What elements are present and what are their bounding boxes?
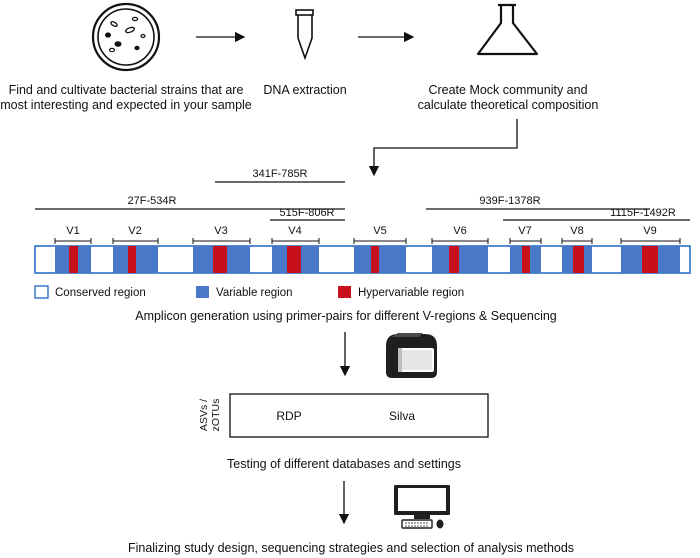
db-option-silva: Silva xyxy=(389,409,415,423)
region-bracket xyxy=(509,238,542,244)
db-side-label-2: zOTUs xyxy=(210,399,222,432)
primer-label: 939F-1378R xyxy=(479,195,540,207)
step2-text: DNA extraction xyxy=(263,83,346,97)
hypervariable-region-v6 xyxy=(449,246,459,273)
hypervariable-region-v3 xyxy=(213,246,227,273)
test-tube-icon xyxy=(295,9,314,61)
hypervariable-region-v8 xyxy=(573,246,584,273)
hypervariable-region-v9 xyxy=(642,246,658,273)
petri-dish-icon xyxy=(91,2,161,72)
legend: Conserved region Variable region Hyperva… xyxy=(34,285,464,299)
region-bracket xyxy=(353,238,407,244)
legend-label-variable: Variable region xyxy=(216,287,293,299)
hypervariable-region-v1 xyxy=(69,246,78,273)
primer-label: 515F-806R xyxy=(279,207,334,219)
gene-bar xyxy=(34,245,691,274)
region-label: V4 xyxy=(288,225,301,237)
region-bracket xyxy=(54,238,92,244)
db-option-rdp: RDP xyxy=(276,409,301,423)
flask-icon xyxy=(476,3,539,56)
step1-text-line1: Find and cultivate bacterial strains tha… xyxy=(9,83,244,97)
variable-region-v6 xyxy=(432,246,488,273)
region-bracket xyxy=(271,238,320,244)
variable-region-v5 xyxy=(354,246,406,273)
step3-text-line2: calculate theoretical composition xyxy=(418,98,599,112)
amplicon-caption: Amplicon generation using primer-pairs f… xyxy=(135,309,557,323)
region-bracket xyxy=(431,238,489,244)
region-bracket xyxy=(192,238,251,244)
legend-swatch-conserved xyxy=(34,285,49,299)
sequencer-icon xyxy=(386,333,437,378)
primer-label: 27F-534R xyxy=(128,195,177,207)
region-label: V1 xyxy=(66,225,79,237)
hypervariable-region-v2 xyxy=(128,246,136,273)
hypervariable-region-v5 xyxy=(371,246,379,273)
legend-swatch-hypervariable xyxy=(338,286,351,298)
legend-swatch-variable xyxy=(196,286,209,298)
hypervariable-region-v4 xyxy=(287,246,301,273)
legend-label-hypervariable: Hypervariable region xyxy=(358,287,464,299)
databases-box xyxy=(229,393,489,438)
region-label: V2 xyxy=(128,225,141,237)
region-label: V7 xyxy=(518,225,531,237)
primer-label: 1115F-1492R xyxy=(610,207,676,219)
region-bracket xyxy=(112,238,159,244)
step3-text-line1: Create Mock community and xyxy=(428,83,587,97)
region-label: V9 xyxy=(643,225,656,237)
final-caption: Finalizing study design, sequencing stra… xyxy=(128,541,574,555)
region-label: V3 xyxy=(214,225,227,237)
connector-elbow xyxy=(368,119,518,177)
hypervariable-region-v7 xyxy=(522,246,530,273)
legend-label-conserved: Conserved region xyxy=(55,287,146,299)
computer-icon xyxy=(394,485,450,529)
testing-caption: Testing of different databases and setti… xyxy=(227,457,461,471)
region-label: V6 xyxy=(453,225,466,237)
step1-text-line2: most interesting and expected in your sa… xyxy=(0,98,252,112)
region-label: V5 xyxy=(373,225,386,237)
primer-pairs: 341F-785R 27F-534R 515F-806R 939F-1378R … xyxy=(35,168,690,221)
region-brackets: V1 V2 V3 V4 V5 V6 V7 V8 V9 xyxy=(54,225,681,244)
region-label: V8 xyxy=(570,225,583,237)
db-side-label-1: ASVs / xyxy=(198,399,210,431)
region-bracket xyxy=(620,238,681,244)
primer-label: 341F-785R xyxy=(252,168,307,180)
region-bracket xyxy=(561,238,593,244)
